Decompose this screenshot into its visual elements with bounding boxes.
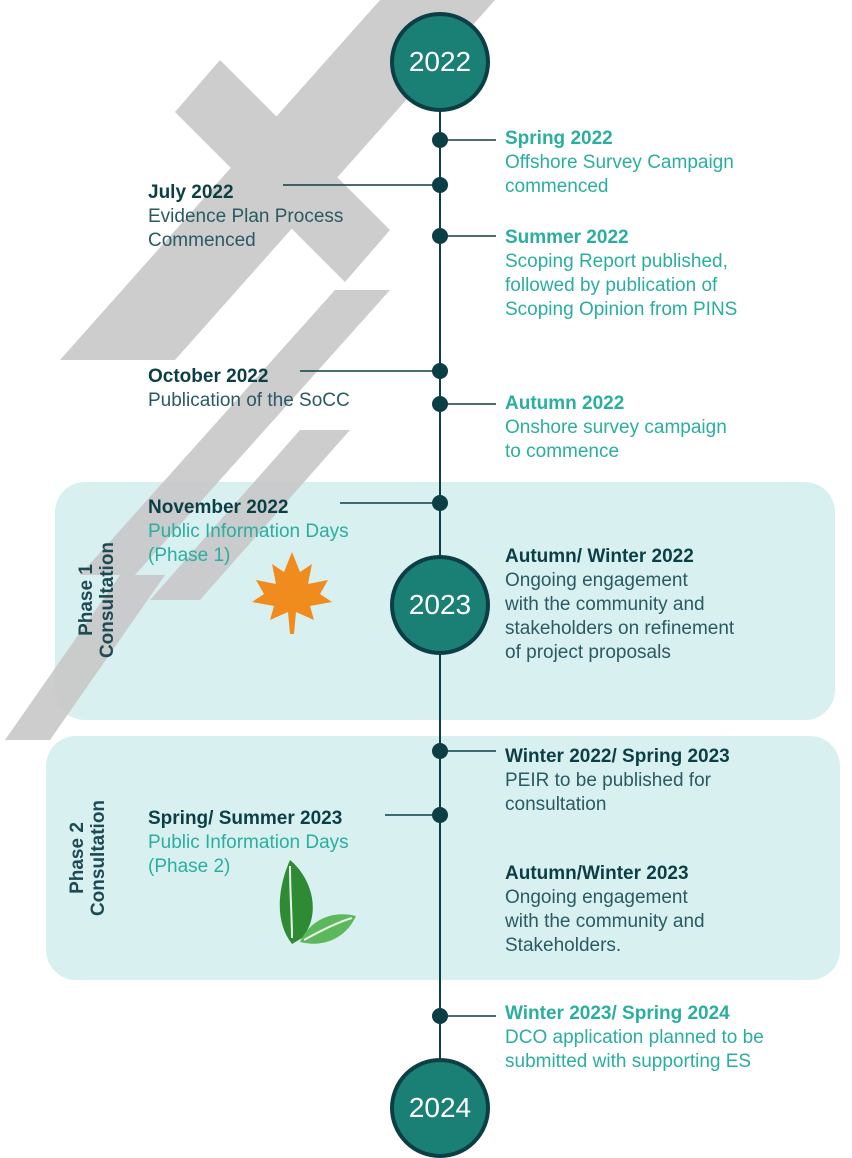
dot-november-2022	[432, 495, 448, 511]
event-summer-2022: Summer 2022 Scoping Report published, fo…	[505, 226, 737, 322]
event-title: Autumn/ Winter 2022	[505, 546, 694, 567]
dot-autumn-2022	[432, 396, 448, 412]
phase-2-label: Phase 2 Consultation	[67, 799, 109, 917]
event-title: Winter 2022/ Spring 2023	[505, 746, 730, 767]
event-title: October 2022	[148, 366, 269, 387]
green-leaves-icon	[279, 860, 356, 944]
event-title: Winter 2023/ Spring 2024	[505, 1003, 730, 1024]
event-autumn-winter-2022: Autumn/ Winter 2022 Ongoing engagement w…	[505, 545, 734, 665]
event-description: Offshore Survey Campaign commenced	[505, 152, 734, 197]
dot-winter-2023-spring-2024	[432, 1008, 448, 1024]
event-october-2022: October 2022 Publication of the SoCC	[148, 365, 350, 413]
dot-october-2022	[432, 363, 448, 379]
event-description: Scoping Report published, followed by pu…	[505, 251, 738, 320]
event-title: Autumn/Winter 2023	[505, 863, 689, 884]
event-title: Spring 2022	[505, 128, 613, 149]
event-winter-2023-spring-2024: Winter 2023/ Spring 2024 DCO application…	[505, 1002, 764, 1074]
dot-july-2022	[432, 177, 448, 193]
event-july-2022: July 2022 Evidence Plan Process Commence…	[148, 181, 343, 253]
phase-1-label: Phase 1 Consultation	[76, 541, 118, 659]
dot-spring-2022	[432, 132, 448, 148]
phase-2-panel	[46, 736, 840, 980]
dot-summer-2022	[432, 228, 448, 244]
event-description: PEIR to be published for consultation	[505, 770, 711, 815]
year-2023-circle: 2023	[390, 555, 490, 655]
event-spring-summer-2023: Spring/ Summer 2023 Public Information D…	[148, 807, 349, 879]
event-description: Ongoing engagement with the community an…	[505, 570, 735, 663]
event-title: Summer 2022	[505, 227, 629, 248]
event-description: Public Information Days (Phase 2)	[148, 832, 349, 877]
event-description: Publication of the SoCC	[148, 390, 350, 411]
event-description: Onshore survey campaign to commence	[505, 417, 727, 462]
event-autumn-winter-2023: Autumn/Winter 2023 Ongoing engagement wi…	[505, 862, 705, 958]
event-winter-2022-spring-2023: Winter 2022/ Spring 2023 PEIR to be publ…	[505, 745, 730, 817]
event-title: Autumn 2022	[505, 393, 625, 414]
event-title: July 2022	[148, 182, 234, 203]
event-description: Evidence Plan Process Commenced	[148, 206, 344, 251]
event-spring-2022: Spring 2022 Offshore Survey Campaign com…	[505, 127, 734, 199]
event-title: November 2022	[148, 497, 289, 518]
dot-spring-summer-2023	[432, 807, 448, 823]
event-title: Spring/ Summer 2023	[148, 808, 343, 829]
year-2024-circle: 2024	[390, 1058, 490, 1158]
event-autumn-2022: Autumn 2022 Onshore survey campaign to c…	[505, 392, 727, 464]
event-description: DCO application planned to be submitted …	[505, 1027, 764, 1072]
year-2022-circle: 2022	[390, 12, 490, 112]
maple-leaf-icon	[252, 552, 332, 634]
event-description: Ongoing engagement with the community an…	[505, 887, 705, 956]
dot-winter-2022-spring-2023	[432, 743, 448, 759]
